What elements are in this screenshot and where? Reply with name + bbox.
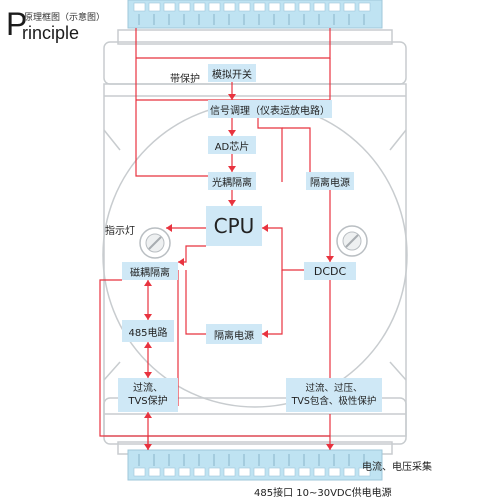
isolated-power-block-bottom: 隔离电源: [206, 324, 262, 344]
protect-label: 带保护: [170, 74, 200, 85]
isolated-power-block-top: 隔离电源: [306, 172, 354, 190]
diagram-subtitle: 原理框图（示意图）: [24, 13, 106, 23]
arrowheads: [144, 94, 334, 450]
indicator-light-label: 指示灯: [105, 226, 135, 237]
current-voltage-acquisition-label: 电流、电压采集: [362, 462, 432, 473]
power-protection-block: 过流、过压、 TVS包含、极性保护: [286, 378, 382, 412]
title-initial: P: [6, 6, 28, 42]
analog-switch-block: 模拟开关: [208, 64, 256, 82]
screw-right: [336, 225, 368, 257]
overcurrent-tvs-block: 过流、 TVS保护: [118, 378, 178, 412]
ad-chip-block: AD芯片: [208, 136, 256, 154]
title-word: rinciple: [22, 23, 80, 43]
dcdc-block: DCDC: [304, 262, 356, 280]
signal-conditioning-block: 信号调理（仪表运放电路）: [208, 100, 332, 118]
cpu-block: CPU: [206, 206, 262, 246]
bottom-caption: 485接口 10~30VDC供电电源: [254, 488, 392, 499]
bottom-terminal-block: [127, 449, 383, 481]
screw-left: [139, 227, 171, 259]
top-terminal-block: [127, 0, 383, 29]
opto-isolation-block: 光耦隔离: [208, 172, 256, 190]
rs485-circuit-block: 485电路: [122, 320, 174, 342]
magnetic-isolation-block: 磁耦隔离: [122, 262, 178, 280]
